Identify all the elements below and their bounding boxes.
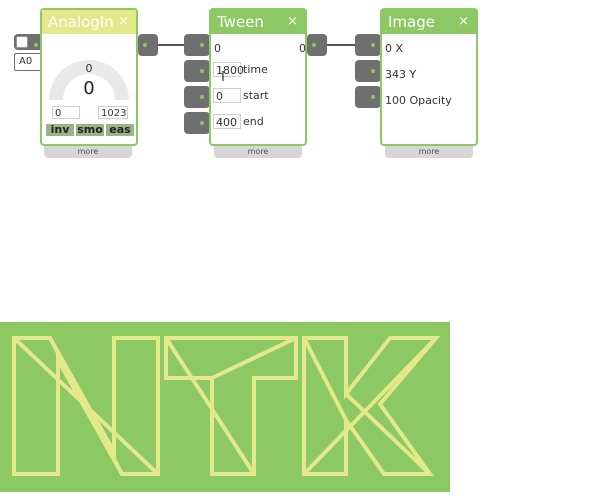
image-y-port[interactable]	[355, 60, 381, 82]
tween-more-button[interactable]: more	[214, 146, 302, 158]
ntk-logo	[12, 336, 441, 476]
text-cursor-icon: I	[221, 70, 225, 85]
analogin-pin-select[interactable]: A0	[14, 53, 42, 71]
ntk-logo-text: NTK	[450, 322, 451, 323]
analogin-title: AnalogIn	[48, 13, 114, 31]
image-more-button[interactable]: more	[385, 146, 473, 158]
tween-start-input[interactable]: 0	[213, 88, 241, 103]
tween-end-input[interactable]: 400	[213, 114, 241, 129]
image-opacity-label: 100 Opacity	[385, 94, 452, 107]
analogin-smooth-button[interactable]: smo	[76, 123, 104, 136]
tween-output-value: 0	[299, 42, 306, 55]
analogin-output-port[interactable]	[138, 34, 158, 56]
wire-analogin-tween	[158, 44, 186, 46]
tween-node[interactable]: Tween × 0 0 1800 time I 0 start 400 end	[209, 8, 307, 146]
image-close-icon[interactable]: ×	[458, 14, 469, 29]
analogin-min-input[interactable]: 0	[52, 106, 80, 119]
tween-value-label: 0	[214, 42, 221, 55]
tween-time-port[interactable]	[184, 60, 210, 82]
tween-end-port[interactable]	[184, 112, 210, 134]
analogin-header[interactable]: AnalogIn ×	[42, 10, 136, 34]
image-opacity-port[interactable]	[355, 86, 381, 108]
tween-output-port[interactable]	[307, 34, 327, 56]
analogin-gauge	[49, 60, 129, 101]
analogin-close-icon[interactable]: ×	[118, 14, 129, 29]
analogin-invert-button[interactable]: inv	[46, 124, 74, 136]
analogin-gauge-value: 0	[83, 78, 95, 99]
tween-title: Tween	[217, 13, 264, 31]
tween-start-port[interactable]	[184, 86, 210, 108]
tween-time-label: time	[243, 63, 268, 76]
image-header[interactable]: Image ×	[382, 10, 476, 34]
image-title: Image	[388, 13, 435, 31]
analogin-ease-button[interactable]: eas	[106, 124, 134, 136]
analogin-pin-value: A0	[19, 56, 33, 67]
image-y-label: 343 Y	[385, 68, 417, 81]
image-x-label: 0 X	[385, 42, 404, 55]
analogin-more-button[interactable]: more	[44, 146, 132, 158]
analogin-node[interactable]: AnalogIn × 0 0 0 1023 inv smo eas	[40, 8, 138, 146]
tween-close-icon[interactable]: ×	[287, 14, 298, 29]
image-node[interactable]: Image × 0 X 343 Y 100 Opacity	[380, 8, 478, 146]
tween-start-label: start	[243, 89, 269, 102]
analogin-max-input[interactable]: 1023	[98, 106, 128, 119]
tween-end-label: end	[243, 115, 264, 128]
image-x-port[interactable]	[355, 34, 381, 56]
tween-value-port[interactable]	[184, 34, 210, 56]
wire-tween-image	[327, 44, 357, 46]
tween-time-input[interactable]: 1800	[213, 62, 244, 77]
image-canvas[interactable]: NTK	[0, 322, 450, 492]
analogin-gauge-small-value: 0	[85, 62, 93, 75]
tween-header[interactable]: Tween ×	[211, 10, 305, 34]
analogin-enable-checkbox[interactable]	[16, 36, 28, 48]
